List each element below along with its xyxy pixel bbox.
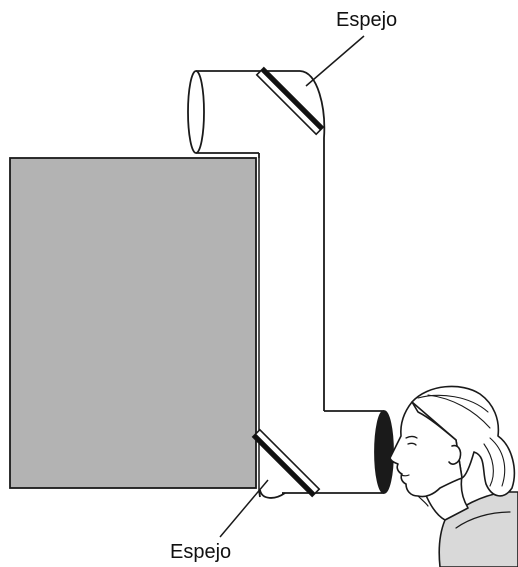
- top-mirror-leader: [305, 35, 365, 87]
- periscope-tube: [187, 70, 394, 499]
- bottom-mirror: [251, 428, 321, 498]
- bottom-mirror-leader: [219, 479, 269, 538]
- wall-block: [9, 157, 257, 489]
- top-mirror: [255, 66, 325, 136]
- observer-person-illustration: [389, 385, 518, 567]
- top-mirror-label: Espejo: [336, 9, 397, 31]
- bottom-mirror-label: Espejo: [170, 541, 231, 563]
